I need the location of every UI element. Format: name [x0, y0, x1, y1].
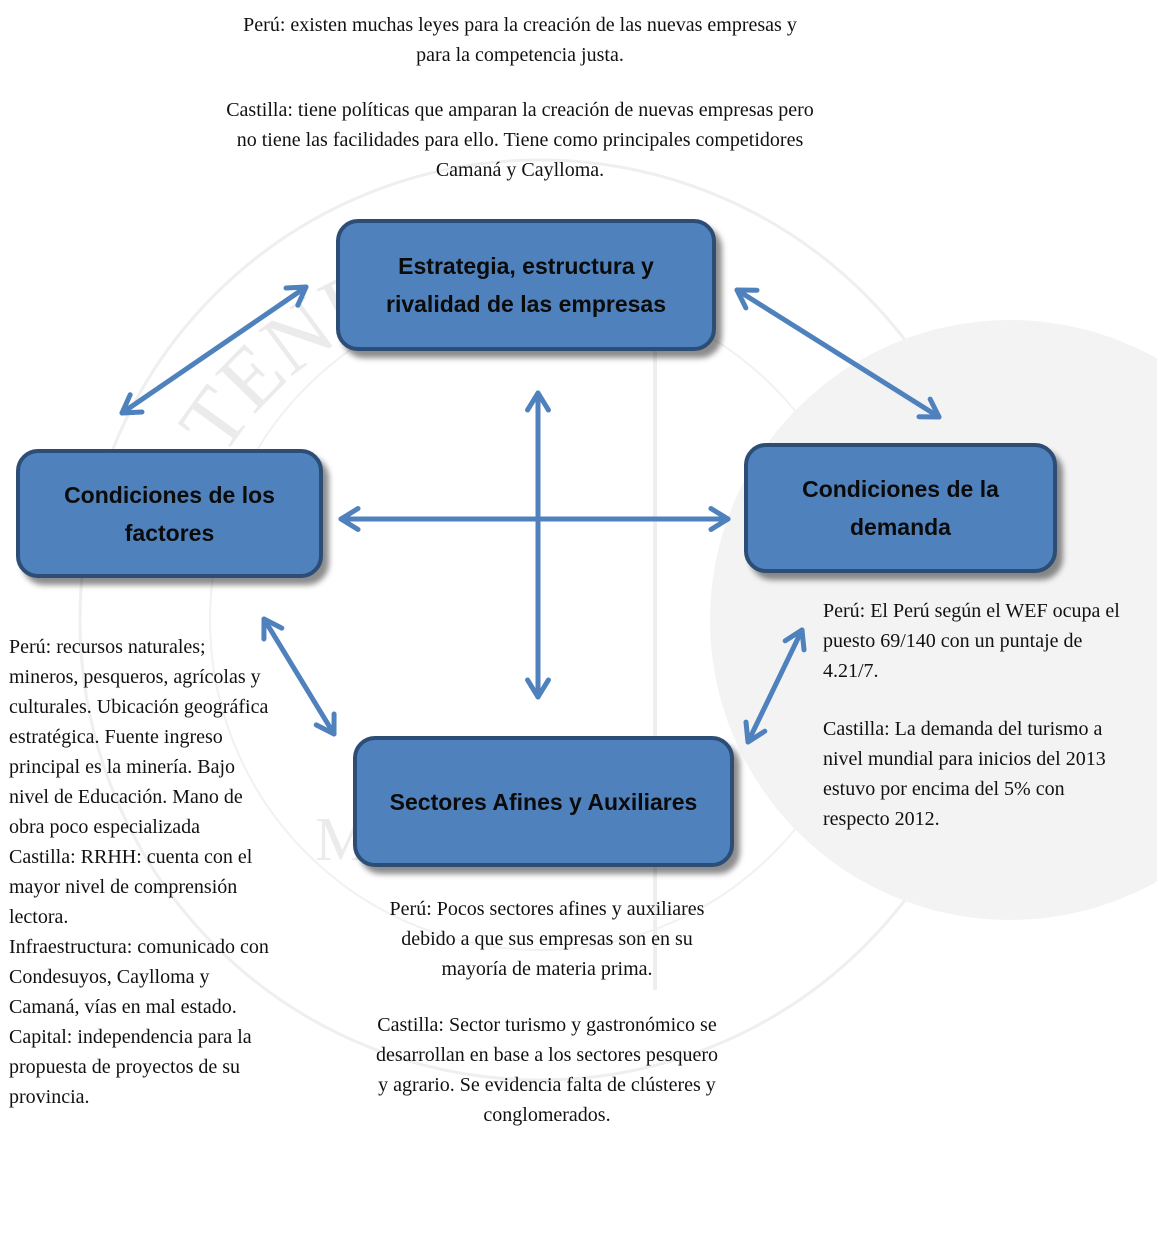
box-demanda-label: Condiciones de la demanda — [802, 476, 999, 540]
bottom-text-peru: Perú: Pocos sectores afines y auxiliares… — [389, 898, 705, 980]
left-text-capital: Capital: independencia para la propuesta… — [9, 1026, 252, 1108]
top-text-castilla: Castilla: tiene políticas que amparan la… — [226, 99, 814, 181]
arrow-vertical-center — [525, 390, 551, 700]
bottom-text-block: Perú: Pocos sectores afines y auxiliares… — [371, 894, 723, 1130]
box-estrategia-label: Estrategia, estructura y rivalidad de la… — [386, 253, 666, 317]
box-demanda: Condiciones de la demanda — [744, 443, 1057, 573]
left-text-block: Perú: recursos naturales; mineros, pesqu… — [9, 632, 279, 1112]
right-text-block: Perú: El Perú según el WEF ocupa el pues… — [823, 596, 1123, 834]
arrow-demanda-sectores — [743, 627, 807, 745]
bottom-text-castilla: Castilla: Sector turismo y gastronómico … — [375, 1014, 719, 1126]
arrow-factores-sectores — [261, 616, 337, 737]
box-sectores: Sectores Afines y Auxiliares — [353, 736, 734, 867]
top-text-peru: Perú: existen muchas leyes para la creac… — [243, 14, 797, 66]
box-sectores-label: Sectores Afines y Auxiliares — [389, 788, 698, 815]
left-text-castilla: Castilla: RRHH: cuenta con el mayor nive… — [9, 846, 253, 928]
arrow-estrategia-factores — [119, 284, 309, 416]
arrow-estrategia-demanda — [734, 287, 942, 420]
arrow-horizontal-center — [338, 506, 731, 532]
box-factores-label: Condiciones de los factores — [64, 481, 275, 546]
top-text-block: Perú: existen muchas leyes para la creac… — [225, 10, 815, 185]
right-text-peru: Perú: El Perú según el WEF ocupa el pues… — [823, 600, 1120, 682]
box-estrategia: Estrategia, estructura y rivalidad de la… — [336, 219, 716, 351]
box-factores: Condiciones de los factores — [16, 449, 323, 578]
left-text-infra: Infraestructura: comunicado con Condesuy… — [9, 936, 269, 1018]
right-text-castilla: Castilla: La demanda del turismo a nivel… — [823, 718, 1106, 830]
left-text-peru: Perú: recursos naturales; mineros, pesqu… — [9, 636, 269, 838]
